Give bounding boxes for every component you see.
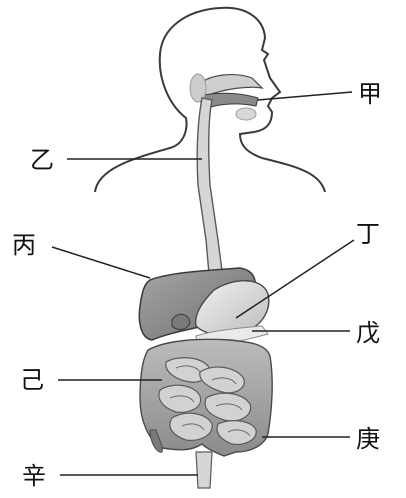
label-wu: 戊 [356,319,380,347]
label-bing: 丙 [12,231,36,259]
label-jia: 甲 [358,80,382,108]
label-geng: 庚 [356,425,380,453]
label-ding: 丁 [356,220,380,248]
leader-lines [51,91,355,476]
body-outline [94,6,326,193]
label-ji: 己 [20,366,44,394]
esophagus [196,97,225,293]
gallbladder [171,313,191,330]
leader-line-bing [51,246,151,279]
mouth-cavity [189,73,264,121]
label-yi: 乙 [30,146,54,174]
small-intestine [158,357,257,445]
leader-line-jia [257,91,353,101]
rectum [195,451,213,489]
label-xin: 辛 [22,462,46,490]
appendix [149,429,163,453]
intestine-folds [169,365,251,437]
leader-line-ding [235,239,355,319]
